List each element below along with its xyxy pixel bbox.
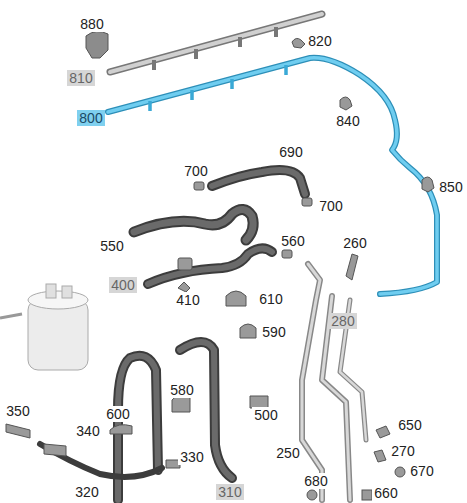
callout-number: 250 [274, 445, 301, 461]
callout-number: 350 [4, 403, 31, 419]
callout-number: 700 [182, 163, 209, 179]
callout-number: 320 [73, 484, 100, 500]
callout-number: 700 [317, 198, 344, 214]
clip [422, 177, 434, 192]
callout-number: 340 [74, 423, 101, 439]
callout-number: 260 [341, 235, 368, 251]
callout-number: 880 [78, 16, 105, 32]
callout-number: 660 [372, 485, 399, 501]
callout-number: 280 [329, 313, 356, 329]
callout-number: 690 [277, 144, 304, 160]
callout-number: 270 [389, 443, 416, 459]
fuel-filter [0, 284, 88, 370]
callout-number: 600 [104, 406, 131, 422]
callout-number: 800 [77, 110, 104, 126]
fuel-line-800 [108, 58, 437, 294]
metal-lines [302, 264, 366, 500]
callout-number: 500 [252, 407, 279, 423]
callout-number: 550 [98, 238, 125, 254]
callout-number: 810 [67, 70, 94, 86]
clip [292, 38, 305, 48]
callout-number: 590 [260, 324, 287, 340]
callout-number: 610 [257, 291, 284, 307]
callout-number: 580 [168, 382, 195, 398]
callout-number: 670 [408, 463, 435, 479]
callout-number: 840 [334, 113, 361, 129]
callout-number: 560 [279, 233, 306, 249]
callout-number: 680 [302, 473, 329, 489]
clips [6, 182, 405, 500]
callout-number: 410 [174, 292, 201, 308]
bracket [346, 254, 358, 280]
callout-number: 820 [306, 33, 333, 49]
callout-number: 310 [216, 484, 243, 500]
callout-number: 400 [109, 277, 136, 293]
callout-number: 330 [178, 449, 205, 465]
callout-number: 650 [396, 417, 423, 433]
callout-number: 850 [437, 179, 464, 195]
clip [340, 97, 352, 110]
holder-part [86, 31, 108, 58]
